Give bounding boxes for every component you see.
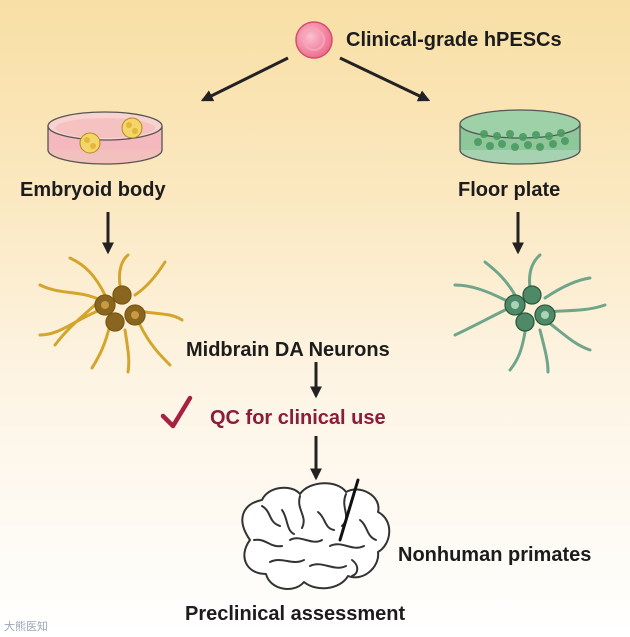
embryoid-body-icon (79, 132, 101, 154)
neuron-cluster-icon (38, 253, 184, 374)
petri-dish-embryoid-body-icon (47, 111, 163, 165)
embryoid-body-label: Embryoid body (20, 179, 166, 201)
stem-cell-icon (295, 21, 333, 59)
brain-icon (241, 482, 391, 590)
nonhuman-primates-label: Nonhuman primates (398, 544, 592, 566)
embryoid-body-icon (121, 117, 143, 139)
qc-label: QC for clinical use (210, 407, 386, 429)
arrow-to-floor-plate (339, 56, 431, 102)
source-label: Clinical-grade hPESCs (346, 29, 562, 51)
preclinical-assessment-label: Preclinical assessment (185, 603, 406, 625)
checkmark-icon (160, 395, 193, 429)
floor-plate-label: Floor plate (458, 179, 561, 201)
electrode-icon (338, 478, 360, 542)
petri-dish-floor-plate-icon (459, 109, 581, 165)
neuron-cluster-icon (453, 253, 607, 374)
watermark: 大熊医知 (4, 620, 48, 633)
midbrain-da-neurons-label: Midbrain DA Neurons (186, 339, 390, 361)
arrow-to-embryoid-body (200, 56, 289, 102)
